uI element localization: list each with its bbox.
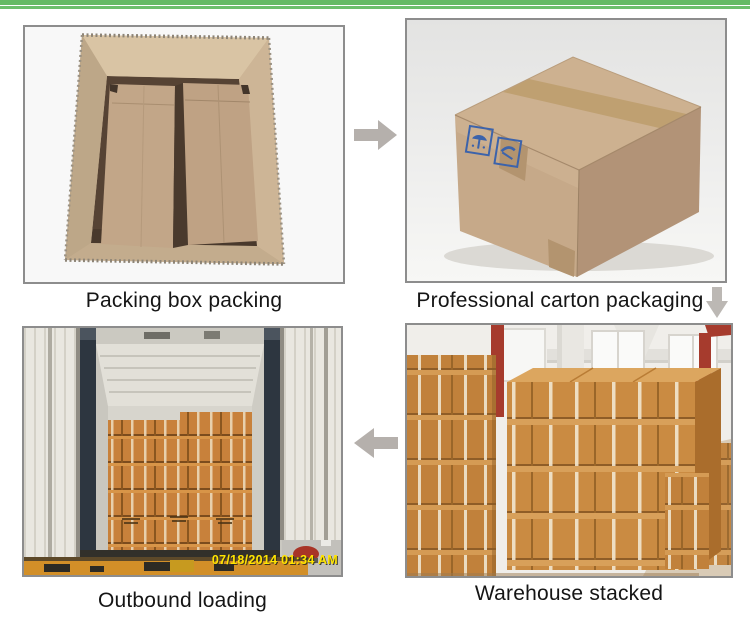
photo-outbound-loading: 07/18/2014 01:34 AM — [22, 326, 343, 577]
caption-packing-box: Packing box packing — [85, 289, 283, 312]
keep-dry-icon — [464, 124, 494, 157]
arrow-right-icon — [354, 118, 398, 152]
top-accent-line — [0, 6, 750, 9]
caption-outbound-loading: Outbound loading — [97, 589, 267, 612]
photo-warehouse-stacked — [405, 323, 733, 578]
top-accent-bar — [0, 0, 750, 5]
caption-carton-packaging: Professional carton packaging — [416, 289, 704, 312]
sealed-carton-graphic — [407, 20, 725, 281]
photo-packing-box — [23, 25, 345, 284]
caption-warehouse-stacked: Warehouse stacked — [474, 582, 664, 605]
arrow-left-icon — [352, 426, 398, 460]
handle-with-care-icon — [493, 136, 523, 169]
container-loading-graphic — [24, 328, 341, 575]
arrow-down-icon — [705, 287, 729, 319]
warehouse-graphic — [407, 325, 731, 576]
open-box-top-view-graphic — [25, 27, 343, 282]
camera-timestamp: 07/18/2014 01:34 AM — [211, 553, 338, 567]
photo-sealed-carton — [405, 18, 727, 283]
